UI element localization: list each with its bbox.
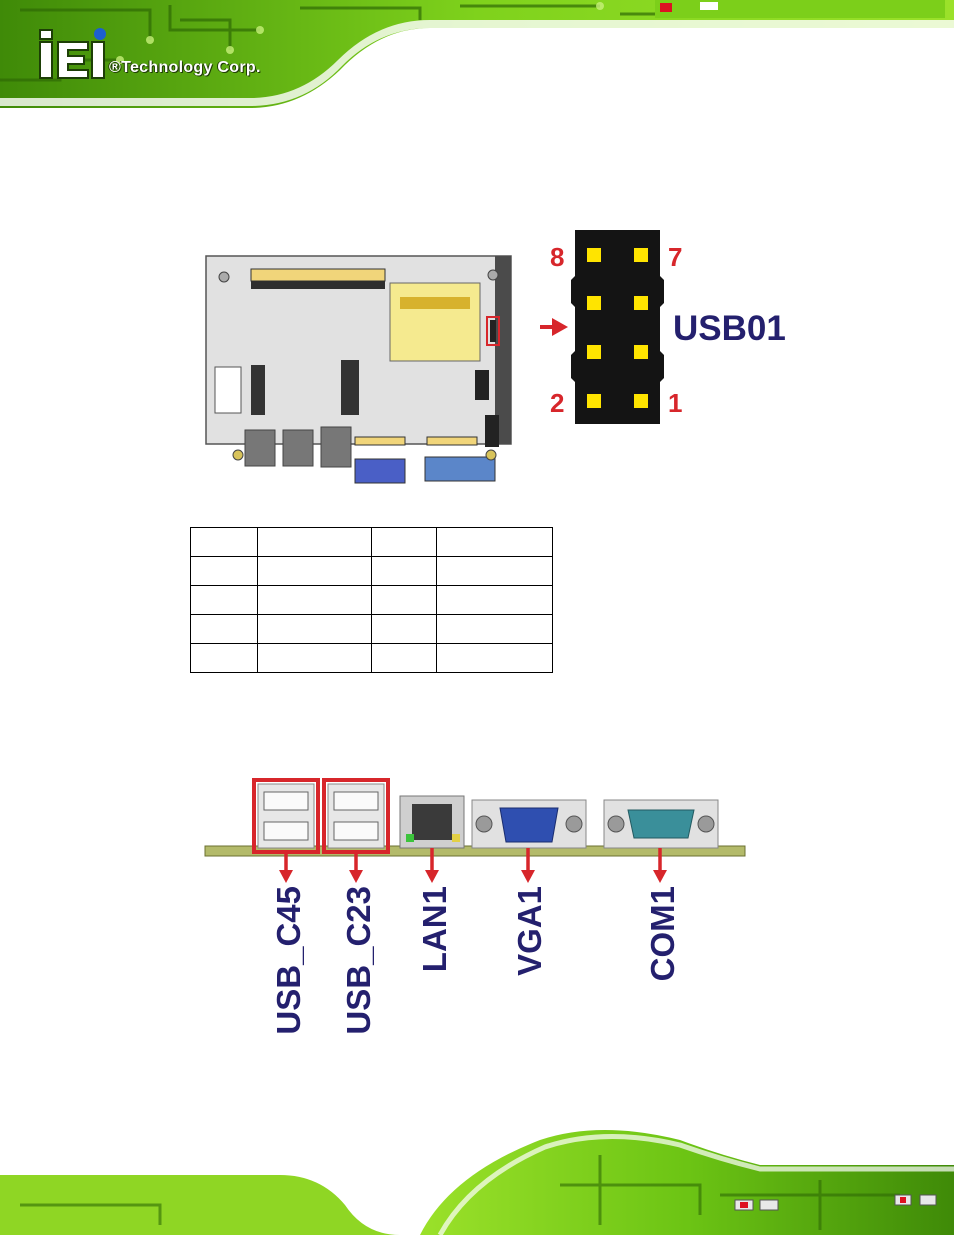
table-cell bbox=[371, 643, 437, 673]
pin-label-8: 8 bbox=[550, 242, 564, 272]
pin-label-7: 7 bbox=[668, 242, 682, 272]
board-layout-photo bbox=[205, 255, 512, 484]
header-body bbox=[571, 230, 664, 424]
arrow-heads bbox=[279, 870, 667, 883]
vga-port bbox=[471, 799, 587, 849]
usb-port-stack-c45 bbox=[252, 778, 320, 854]
table-cell bbox=[257, 556, 372, 586]
table-cell bbox=[436, 556, 553, 586]
arrow-head-icon bbox=[279, 870, 293, 883]
table-row bbox=[190, 556, 553, 586]
page-header-banner: ®Technology Corp. bbox=[0, 0, 954, 112]
table-cell bbox=[190, 643, 258, 673]
table-cell bbox=[436, 527, 553, 557]
table-cell bbox=[257, 527, 372, 557]
arrow-head-icon bbox=[653, 870, 667, 883]
iei-logo-mark bbox=[39, 28, 106, 79]
table-cell bbox=[436, 614, 553, 644]
lan-port bbox=[399, 795, 465, 849]
iei-logo bbox=[38, 28, 110, 85]
table-cell bbox=[190, 585, 258, 615]
table-cell bbox=[436, 585, 553, 615]
usb-port-stack-c23 bbox=[322, 778, 390, 854]
header-circuit-graphic bbox=[0, 0, 954, 108]
table-cell bbox=[190, 556, 258, 586]
table-cell bbox=[436, 643, 553, 673]
pin-label-2: 2 bbox=[550, 388, 564, 418]
table-row bbox=[190, 527, 553, 557]
port-label-lan1: LAN1 bbox=[416, 886, 453, 972]
port-label-usb-c23: USB_C23 bbox=[340, 886, 377, 1035]
table-cell bbox=[190, 527, 258, 557]
connector-name-label: USB01 bbox=[673, 309, 786, 348]
table-cell bbox=[257, 614, 372, 644]
com-port bbox=[603, 799, 719, 849]
brand-text: ®Technology Corp. bbox=[109, 59, 261, 76]
pin-assignment-table bbox=[190, 527, 553, 673]
arrow-head-icon bbox=[425, 870, 439, 883]
table-cell bbox=[190, 614, 258, 644]
table-row bbox=[190, 614, 553, 644]
port-label-vga1: VGA1 bbox=[511, 886, 548, 976]
port-label-usb-c45: USB_C45 bbox=[270, 886, 307, 1035]
usb01-pinout-diagram: 8 7 2 1 USB01 bbox=[540, 230, 786, 424]
arrow-head-icon bbox=[521, 870, 535, 883]
table-cell bbox=[257, 585, 372, 615]
arrow-head-icon bbox=[552, 318, 568, 336]
port-label-com1: COM1 bbox=[644, 886, 681, 981]
table-row bbox=[190, 585, 553, 615]
table-cell bbox=[371, 527, 437, 557]
table-cell bbox=[257, 643, 372, 673]
pin-squares bbox=[587, 248, 648, 408]
table-row bbox=[190, 643, 553, 673]
footer-circuit-graphic bbox=[0, 1130, 954, 1237]
table-cell bbox=[371, 614, 437, 644]
pin-label-1: 1 bbox=[668, 388, 682, 418]
page-footer-banner bbox=[0, 1125, 954, 1237]
table-cell bbox=[371, 556, 437, 586]
arrow-head-icon bbox=[349, 870, 363, 883]
rear-panel-diagram: USB_C45 USB_C23 LAN1 VGA1 COM1 bbox=[204, 778, 746, 1035]
table-cell bbox=[371, 585, 437, 615]
callout-arrows bbox=[284, 848, 662, 872]
